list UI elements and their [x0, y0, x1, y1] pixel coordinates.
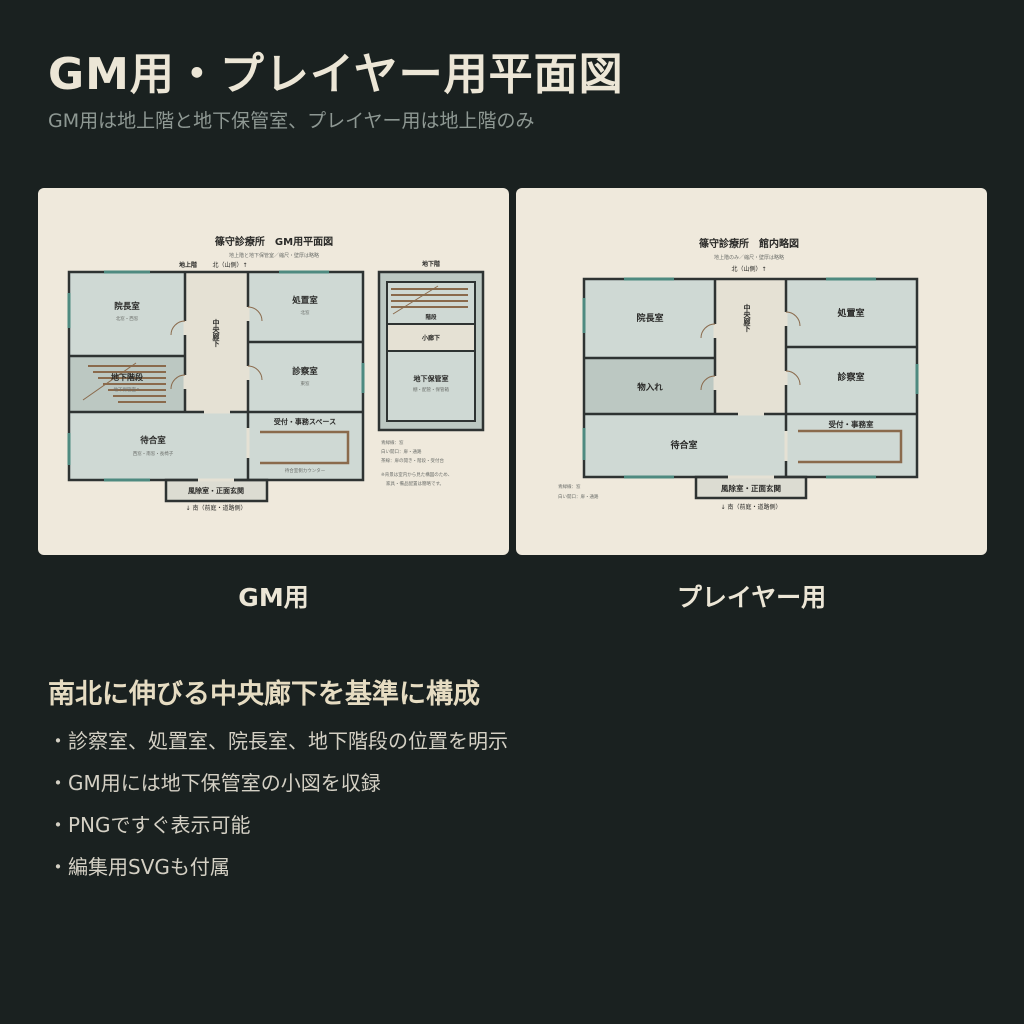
list-item: ・診察室、処置室、院長室、地下階段の位置を明示 [48, 726, 508, 768]
gm-room-waiting [69, 412, 248, 480]
list-item-text: GM用には地下保管室の小図を収録 [68, 771, 381, 795]
gm-reception-counter [260, 430, 350, 465]
gm-note-waiting: 西窓・南窓・長椅子 [133, 450, 174, 457]
gm-door-swings [170, 306, 263, 390]
gm-stairs-steps [82, 362, 166, 403]
player-floor-plan-card: 篠守診療所 館内略図 地上階のみ／縮尺・壁厚は略略 北（山側）↑ [516, 188, 987, 555]
gm-room-director [69, 272, 185, 356]
pl-plan-subtitle: 地上階のみ／縮尺・壁厚は略略 [714, 254, 784, 261]
bullet-mark: ・ [48, 855, 68, 879]
gm-label-treatment: 処置室 [291, 295, 318, 306]
section-heading: 南北に伸びる中央廊下を基準に構成 [48, 679, 480, 710]
pl-label-treatment: 処置室 [836, 307, 864, 319]
pl-room-treatment [786, 279, 917, 347]
pl-north-label: 北（山側）↑ [731, 265, 766, 273]
gm-legend-2: 白い開口：扉・通路 [381, 448, 422, 455]
pl-label-director: 院長室 [636, 312, 663, 324]
pl-legend-2: 白い開口：扉・通路 [558, 493, 599, 500]
gm-label-b-storage: 地下保管室 [414, 374, 449, 383]
gm-room-reception [248, 412, 363, 480]
gm-note-stairs: 地下保管室へ [114, 386, 141, 393]
gm-floor-plan: 篠守診療所 GM用平面図 地上階と地下保管室／縮尺・壁厚は略略 地上階 北（山側… [67, 235, 485, 512]
pl-room-storage [584, 358, 715, 414]
gm-floor-label: 地上階 [179, 261, 197, 269]
gm-label-b-stairs: 階段 [425, 313, 437, 321]
gm-plan-subtitle: 地上階と地下保管室／縮尺・壁厚は略略 [229, 252, 319, 259]
gm-note-b-storage: 棚・配管・保管箱 [413, 386, 449, 393]
player-map-caption: プレイヤー用 [676, 583, 827, 612]
gm-note-director: 北窓・西窓 [116, 315, 139, 322]
gm-label-director: 院長室 [114, 301, 140, 312]
pl-room-exam [786, 347, 917, 414]
gm-label-exam: 診察室 [292, 366, 318, 377]
list-item-text: 診察室、処置室、院長室、地下階段の位置を明示 [68, 729, 508, 753]
list-item: ・編集用SVGも付属 [48, 852, 508, 894]
gm-note-treatment: 北窓 [301, 309, 310, 316]
pl-label-exam: 診察室 [837, 371, 864, 383]
pl-room-director [584, 279, 715, 358]
pl-label-storage: 物入れ [637, 382, 663, 393]
gm-note-2: 家具・備品配置は簡略です。 [386, 480, 444, 487]
pl-door-swings [700, 311, 801, 391]
pl-door-openings [713, 312, 788, 479]
pl-south-label: ↓ 南（前庭・道路側） [721, 503, 782, 511]
player-floor-plan: 篠守診療所 館内略図 地上階のみ／縮尺・壁厚は略略 北（山側）↑ [558, 237, 919, 511]
page-title: GM用・プレイヤー用平面図 [48, 49, 624, 100]
gm-plan-title: 篠守診療所 GM用平面図 [215, 235, 333, 248]
gm-south-label: ↓ 南（前庭・道路側） [186, 504, 247, 512]
bullet-mark: ・ [48, 813, 68, 837]
pl-label-reception: 受付・事務室 [829, 419, 874, 429]
gm-label-vestibule: 風除室・正面玄関 [187, 486, 244, 495]
gm-floor-plan-card: 篠守診療所 GM用平面図 地上階と地下保管室／縮尺・壁厚は略略 地上階 北（山側… [38, 188, 509, 555]
gm-note-exam: 東窓 [301, 380, 310, 387]
gm-label-stairs: 地下階段 [111, 372, 143, 382]
feature-list: ・診察室、処置室、院長室、地下階段の位置を明示 ・GM用には地下保管室の小図を収… [48, 726, 508, 894]
gm-basement-steps [391, 285, 468, 315]
gm-north-label: 北（山側）↑ [212, 261, 247, 269]
gm-corridor [185, 272, 248, 412]
gm-windows [67, 270, 365, 482]
gm-room-vestibule [166, 480, 267, 501]
pl-reception-counter [798, 429, 903, 464]
pl-corridor [715, 279, 786, 414]
pl-room-reception [786, 414, 917, 477]
gm-label-b-hall: 小廊下 [421, 334, 440, 342]
gm-door-openings [183, 307, 250, 482]
pl-label-waiting: 待合室 [670, 439, 697, 451]
gm-basement-hall [386, 323, 476, 352]
gm-legend-1: 青緑線：窓 [381, 439, 404, 446]
gm-label-waiting: 待合室 [139, 435, 166, 446]
list-item: ・PNGですぐ表示可能 [48, 810, 508, 852]
gm-basement-storage [386, 350, 476, 422]
gm-map-caption: GM用 [238, 583, 309, 612]
bullet-mark: ・ [48, 771, 68, 795]
pl-legend-1: 青緑線：窓 [558, 483, 581, 490]
gm-label-counter: 待合室側カウンター [285, 467, 326, 474]
pl-label-corridor: 中央廊下 [743, 303, 752, 333]
bullet-mark: ・ [48, 729, 68, 753]
pl-plan-title: 篠守診療所 館内略図 [699, 237, 799, 250]
pl-label-vestibule: 風除室・正面玄関 [721, 483, 781, 493]
pl-windows [582, 277, 919, 479]
gm-basement-label: 地下階 [422, 260, 440, 268]
gm-note-1: ※背景は室内から見た構図のため、 [381, 471, 452, 478]
list-item-text: PNGですぐ表示可能 [68, 813, 251, 837]
pl-room-waiting [584, 414, 786, 477]
gm-room-exam [248, 342, 363, 412]
gm-label-reception: 受付・事務スペース [274, 417, 336, 426]
page-subtitle: GM用は地上階と地下保管室、プレイヤー用は地上階のみ [48, 110, 535, 132]
gm-room-treatment [248, 272, 363, 342]
list-item-text: 編集用SVGも付属 [68, 855, 230, 879]
gm-label-corridor: 中央廊下 [212, 318, 221, 348]
list-item: ・GM用には地下保管室の小図を収録 [48, 768, 508, 810]
pl-room-vestibule [696, 477, 806, 498]
gm-legend-3: 茶線：扉の開き・階段・受付台 [381, 457, 444, 464]
